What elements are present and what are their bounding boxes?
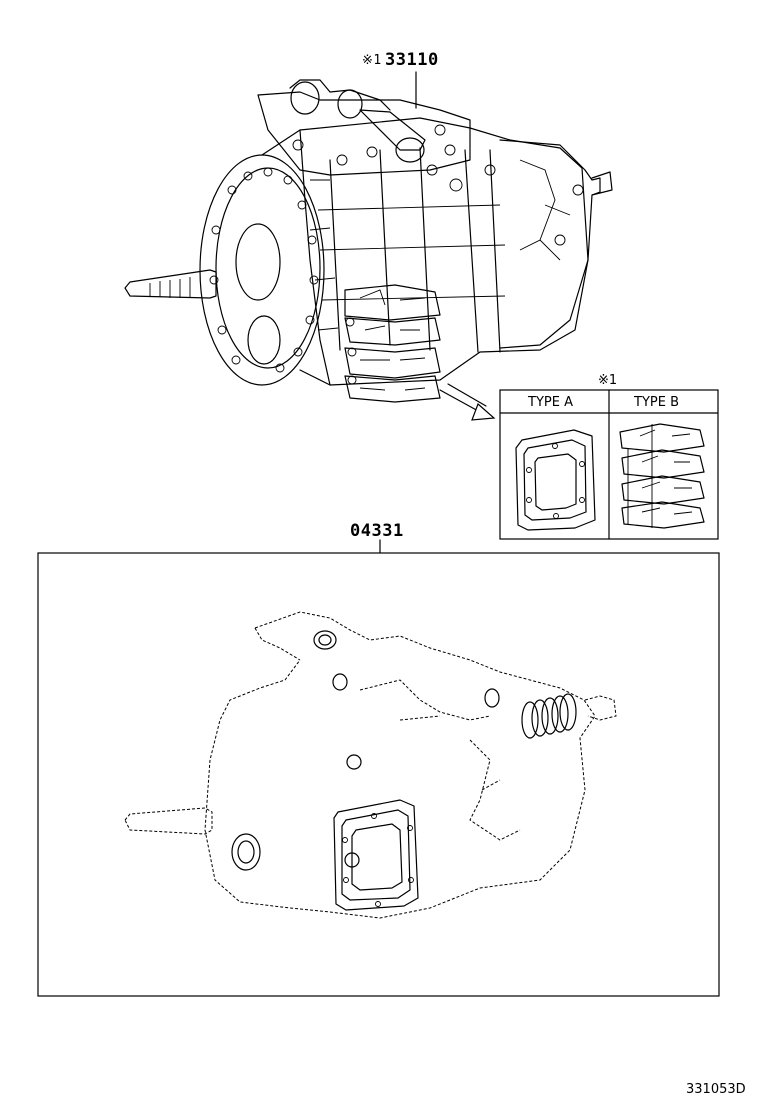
diagram-id: 331053D (686, 1082, 746, 1097)
type-a-label: TYPE A (528, 395, 573, 410)
type-inset-box (499, 389, 719, 540)
inset-note-mark: ※1 (598, 373, 618, 388)
gasket-kit-box (37, 539, 720, 997)
gasket-kit-part-number: 04331 (350, 521, 404, 541)
transmission-assembly-drawing (124, 71, 613, 421)
type-b-label: TYPE B (634, 395, 679, 410)
assembly-part-mark: ※1 (362, 53, 382, 68)
assembly-part-number: 33110 (385, 50, 439, 70)
